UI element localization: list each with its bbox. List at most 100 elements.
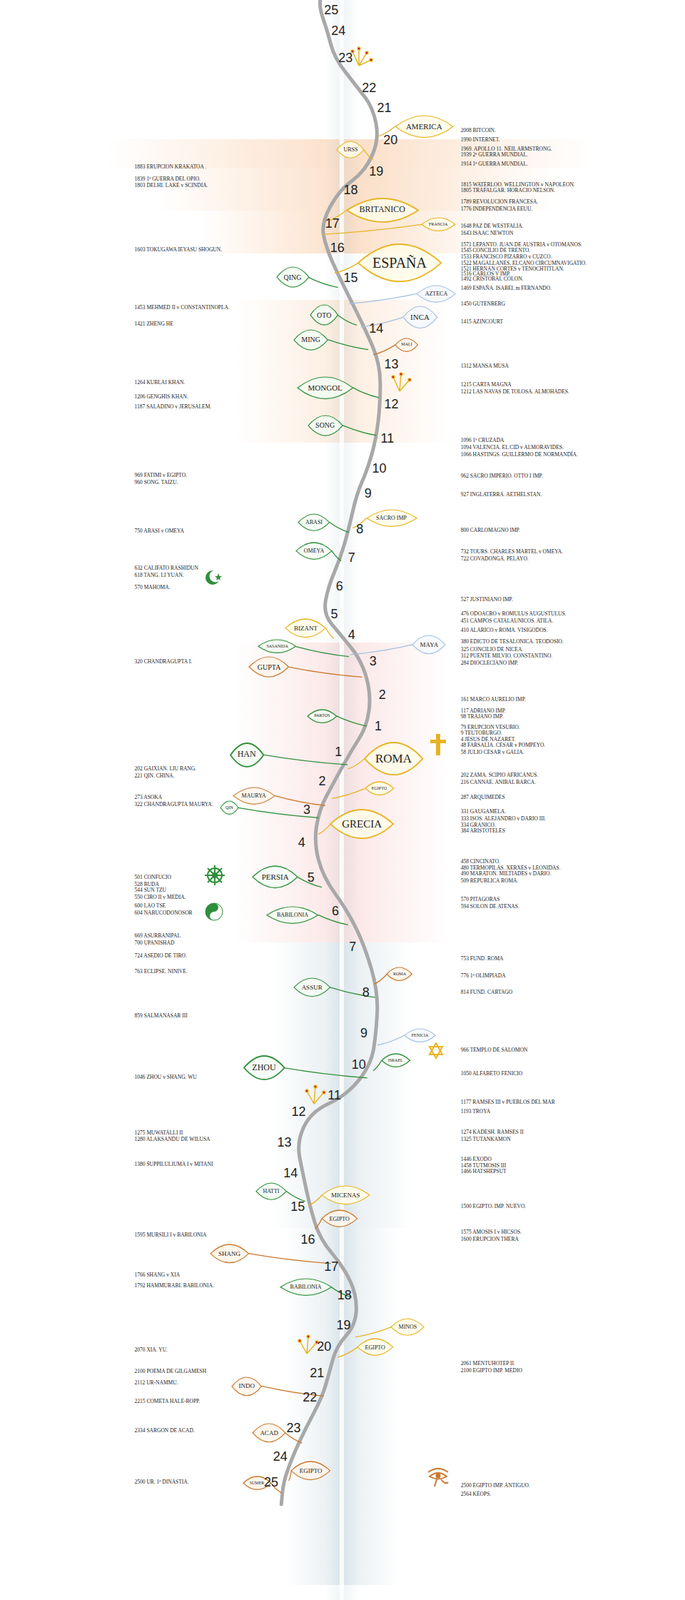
leaf-label: EGIPTO bbox=[299, 1466, 323, 1474]
event-label: 2100 EGIPTO IMP. MEDIO bbox=[460, 1367, 523, 1373]
event-label: 550 CIRO II v MEDIA. bbox=[134, 894, 187, 900]
event-label: 273 ASOKA bbox=[134, 794, 163, 800]
event-label: 776 1ª OLIMPIADA bbox=[460, 972, 506, 979]
event-label: 1458 TUTMOSIS III bbox=[460, 1162, 507, 1169]
event-label: 9 TEUTOBURGO. bbox=[460, 729, 503, 736]
leaf-label: ROMA bbox=[375, 751, 412, 766]
event-label: 962 SACRO IMPERIO. OTTO I IMP. bbox=[460, 473, 544, 479]
event-label: 325 CONCILIO DE NICEA. bbox=[460, 646, 524, 653]
leaf-node: MAURYA bbox=[233, 787, 275, 804]
century-number: 8 bbox=[362, 985, 370, 999]
event-label: 216 CANNAE. ANIBAL BARCA. bbox=[460, 779, 536, 785]
event-label: 1575 AMOSIS I v HICSOS. bbox=[460, 1228, 522, 1235]
leaf-stem bbox=[336, 715, 367, 726]
leaf-stem bbox=[326, 627, 334, 638]
event-label: 1805 TRAFALGAR. HORACIO NELSON. bbox=[460, 187, 556, 194]
leaf-label: EGIPTO bbox=[365, 1343, 386, 1351]
event-label: 669 ASURBANIPAL bbox=[134, 932, 182, 939]
century-number: 12 bbox=[384, 397, 399, 411]
century-number: 11 bbox=[327, 1088, 342, 1101]
event-label: 287 ARQUIMEDES bbox=[460, 794, 506, 800]
event-label: 1492 CRISTOBAL COLON. bbox=[460, 276, 524, 282]
leaf-label: BIZANT bbox=[293, 624, 318, 632]
leaf-node: EGIPTO bbox=[321, 1209, 358, 1226]
event-label: 1643 ISAAC NEWTON bbox=[460, 230, 514, 237]
leaf-label: HATTI bbox=[262, 1187, 279, 1194]
leaf-stem bbox=[338, 314, 358, 325]
leaf-node: BIZANT bbox=[285, 618, 326, 638]
century-number: 12 bbox=[291, 1104, 307, 1118]
event-label: 800 CARLOMAGNO IMP. bbox=[460, 527, 521, 534]
century-number: 6 bbox=[331, 904, 339, 917]
leaf-stem bbox=[285, 1432, 302, 1443]
leaf-label: BABILONIA bbox=[290, 1282, 322, 1290]
leaf-stem bbox=[342, 425, 377, 436]
event-label: 1883 ERUPCION KRAKATOA . bbox=[134, 164, 207, 170]
century-number: 20 bbox=[383, 133, 398, 147]
event-label: 1839 1ª GUERRA DEL OPIO. bbox=[134, 176, 201, 182]
leaf-node: OTO bbox=[310, 304, 339, 325]
flowers bbox=[298, 47, 411, 1353]
leaf-node: HAN bbox=[230, 742, 264, 767]
event-label: 384 ARISTOTELES bbox=[460, 827, 506, 834]
century-number: 19 bbox=[368, 164, 384, 178]
leaf-stem bbox=[315, 1218, 322, 1229]
century-number: 16 bbox=[300, 1232, 315, 1246]
event-label: 161 MARCO AURELIO IMP. bbox=[460, 696, 526, 703]
event-label: 960 SONG. TAIZU. bbox=[134, 479, 179, 486]
event-label: 48 FARSALIA. CESAR v POMPEYO. bbox=[460, 742, 546, 748]
leaf-stem bbox=[327, 339, 369, 350]
leaf-label: MAYA bbox=[420, 640, 439, 648]
century-number: 16 bbox=[330, 241, 345, 255]
leaf-label: ESPAÑA bbox=[372, 254, 427, 272]
event-label: 284 DIOCLECIANO IMP. bbox=[460, 660, 519, 666]
event-label: 1177 RAMSES III v PUEBLOS DEL MAR bbox=[460, 1098, 556, 1105]
event-label: 1522 MAGALLANES, ELCANO CIRCUMNAVIGATIO. bbox=[460, 260, 587, 267]
cross-symbol bbox=[430, 733, 446, 755]
event-label: 1914 1ª GUERRA MUNDIAL. bbox=[460, 161, 529, 167]
leaf-label: SONG bbox=[315, 420, 335, 430]
century-number: 24 bbox=[273, 1449, 288, 1463]
event-label: 1792 HAMMURABI. BABILONIA. bbox=[134, 1282, 215, 1288]
century-number: 4 bbox=[298, 835, 306, 849]
event-label: 451 CAMPOS CATALAUNICOS. ATILA. bbox=[460, 617, 554, 624]
century-number: 2 bbox=[378, 687, 387, 701]
leaf-label: HAN bbox=[237, 749, 257, 760]
event-label: 1450 GUTENBERG bbox=[460, 301, 506, 307]
event-label: 1776 INDEPENDENCIA EEUU. bbox=[460, 206, 534, 212]
century-number: 5 bbox=[331, 607, 339, 621]
event-label: 1545 CONCILIO DE TRENTO. bbox=[460, 247, 531, 254]
leaf-stem bbox=[331, 550, 342, 561]
century-number: 3 bbox=[369, 654, 377, 668]
leaf-label: FENICIA bbox=[411, 1032, 429, 1038]
event-label: 2500 EGIPTO IMP. ANTIGUO. bbox=[460, 1482, 531, 1488]
event-label: 2564 KEOPS. bbox=[460, 1490, 492, 1497]
event-label: 570 PITAGORAS bbox=[460, 896, 501, 902]
century-number: 5 bbox=[307, 870, 315, 884]
event-label: 1421 ZHENG HE bbox=[134, 321, 174, 327]
leaf-node: MAYA bbox=[412, 635, 446, 654]
leaf-node: BRITANICO bbox=[346, 198, 419, 222]
leaf-node: FRANCIA bbox=[421, 217, 456, 231]
leaf-node: ABASI bbox=[298, 513, 330, 531]
century-number: 20 bbox=[316, 1339, 332, 1353]
event-label: 1595 MURSILI I v BABILONIA bbox=[134, 1231, 207, 1238]
leaf-node: OMEYA bbox=[296, 542, 332, 559]
event-label: 594 SOLON DE ATENAS. bbox=[460, 903, 520, 910]
century-number: 10 bbox=[371, 461, 387, 475]
event-label: 380 EDICTO DE TESALONICA. TEODOSIO. bbox=[460, 638, 564, 645]
event-label: 322 CHANDRAGUPTA MAURYA. bbox=[134, 801, 214, 808]
event-label: 98 TRAJANO IMP. bbox=[460, 713, 504, 720]
century-number: 1 bbox=[334, 744, 342, 758]
leaf-node: AMERICA bbox=[395, 115, 454, 138]
leaf-label: ASSUR bbox=[301, 983, 323, 991]
leaf-stem bbox=[331, 787, 365, 798]
leaf-node: ASSUR bbox=[293, 977, 331, 997]
leaf-stem bbox=[296, 646, 349, 657]
event-label: 79 ERUPCION VESUBIO. bbox=[460, 724, 521, 730]
leaf-label: PERSIA bbox=[261, 871, 289, 882]
century-number: 15 bbox=[290, 1199, 305, 1213]
leaf-node: MING bbox=[293, 329, 328, 350]
